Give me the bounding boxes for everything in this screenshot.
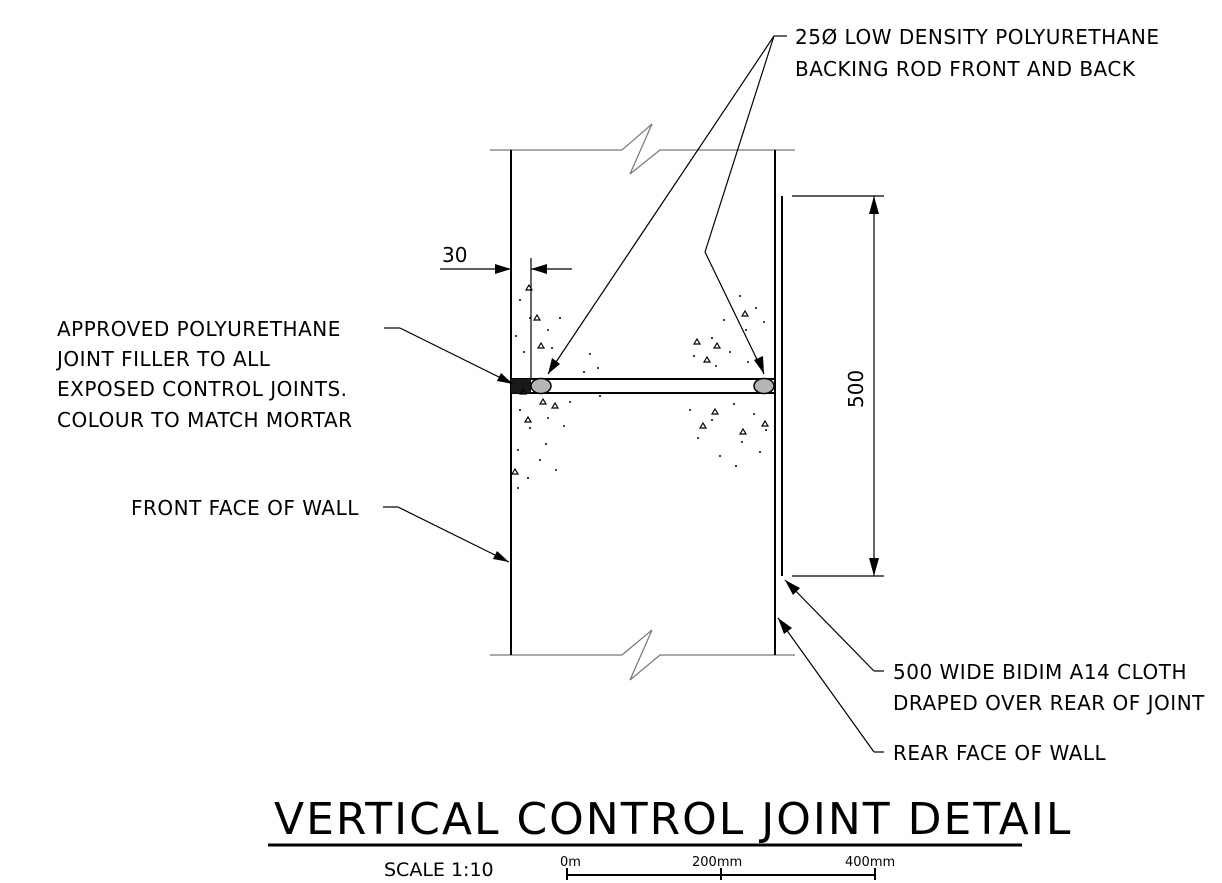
joint-filler-label-line1: APPROVED POLYURETHANE (57, 317, 341, 341)
scale-label: SCALE 1:10 (384, 859, 494, 881)
front-face-label: FRONT FACE OF WALL (131, 496, 359, 520)
rear-backing-rod (753, 377, 775, 395)
joint-filler-label-line2: JOINT FILLER TO ALL (55, 347, 271, 371)
dimension-500: 500 (792, 195, 884, 577)
cloth-label-line1: 500 WIDE BIDIM A14 CLOTH (893, 660, 1187, 684)
rear-face-label: REAR FACE OF WALL (893, 741, 1107, 765)
joint-filler-label-line4: COLOUR TO MATCH MORTAR (57, 408, 353, 432)
backing-rod-label-line2: BACKING ROD FRONT AND BACK (795, 57, 1136, 81)
top-break-line (490, 123, 795, 175)
front-backing-rod (530, 377, 552, 395)
leader-lines (383, 35, 884, 753)
bottom-break-line (490, 629, 795, 681)
joint-filler-sealant (511, 379, 531, 393)
scale-tick-0: 0m (560, 855, 581, 870)
cloth-label-line2: DRAPED OVER REAR OF JOINT (893, 691, 1205, 715)
mortar-texture (510, 283, 770, 489)
backing-rod-label-line1: 25Ø LOW DENSITY POLYURETHANE (795, 25, 1159, 49)
scale-bar: SCALE 1:10 0m 200mm 400mm (384, 855, 895, 881)
wall (490, 123, 795, 681)
scale-tick-400: 400mm (845, 855, 895, 870)
dimension-30: 30 (440, 243, 572, 379)
dimension-500-label: 500 (844, 370, 868, 408)
joint-filler-label-line3: EXPOSED CONTROL JOINTS. (57, 377, 348, 401)
scale-tick-200: 200mm (692, 855, 742, 870)
drawing-title: VERTICAL CONTROL JOINT DETAIL (274, 794, 1072, 845)
dimension-30-label: 30 (442, 243, 467, 267)
